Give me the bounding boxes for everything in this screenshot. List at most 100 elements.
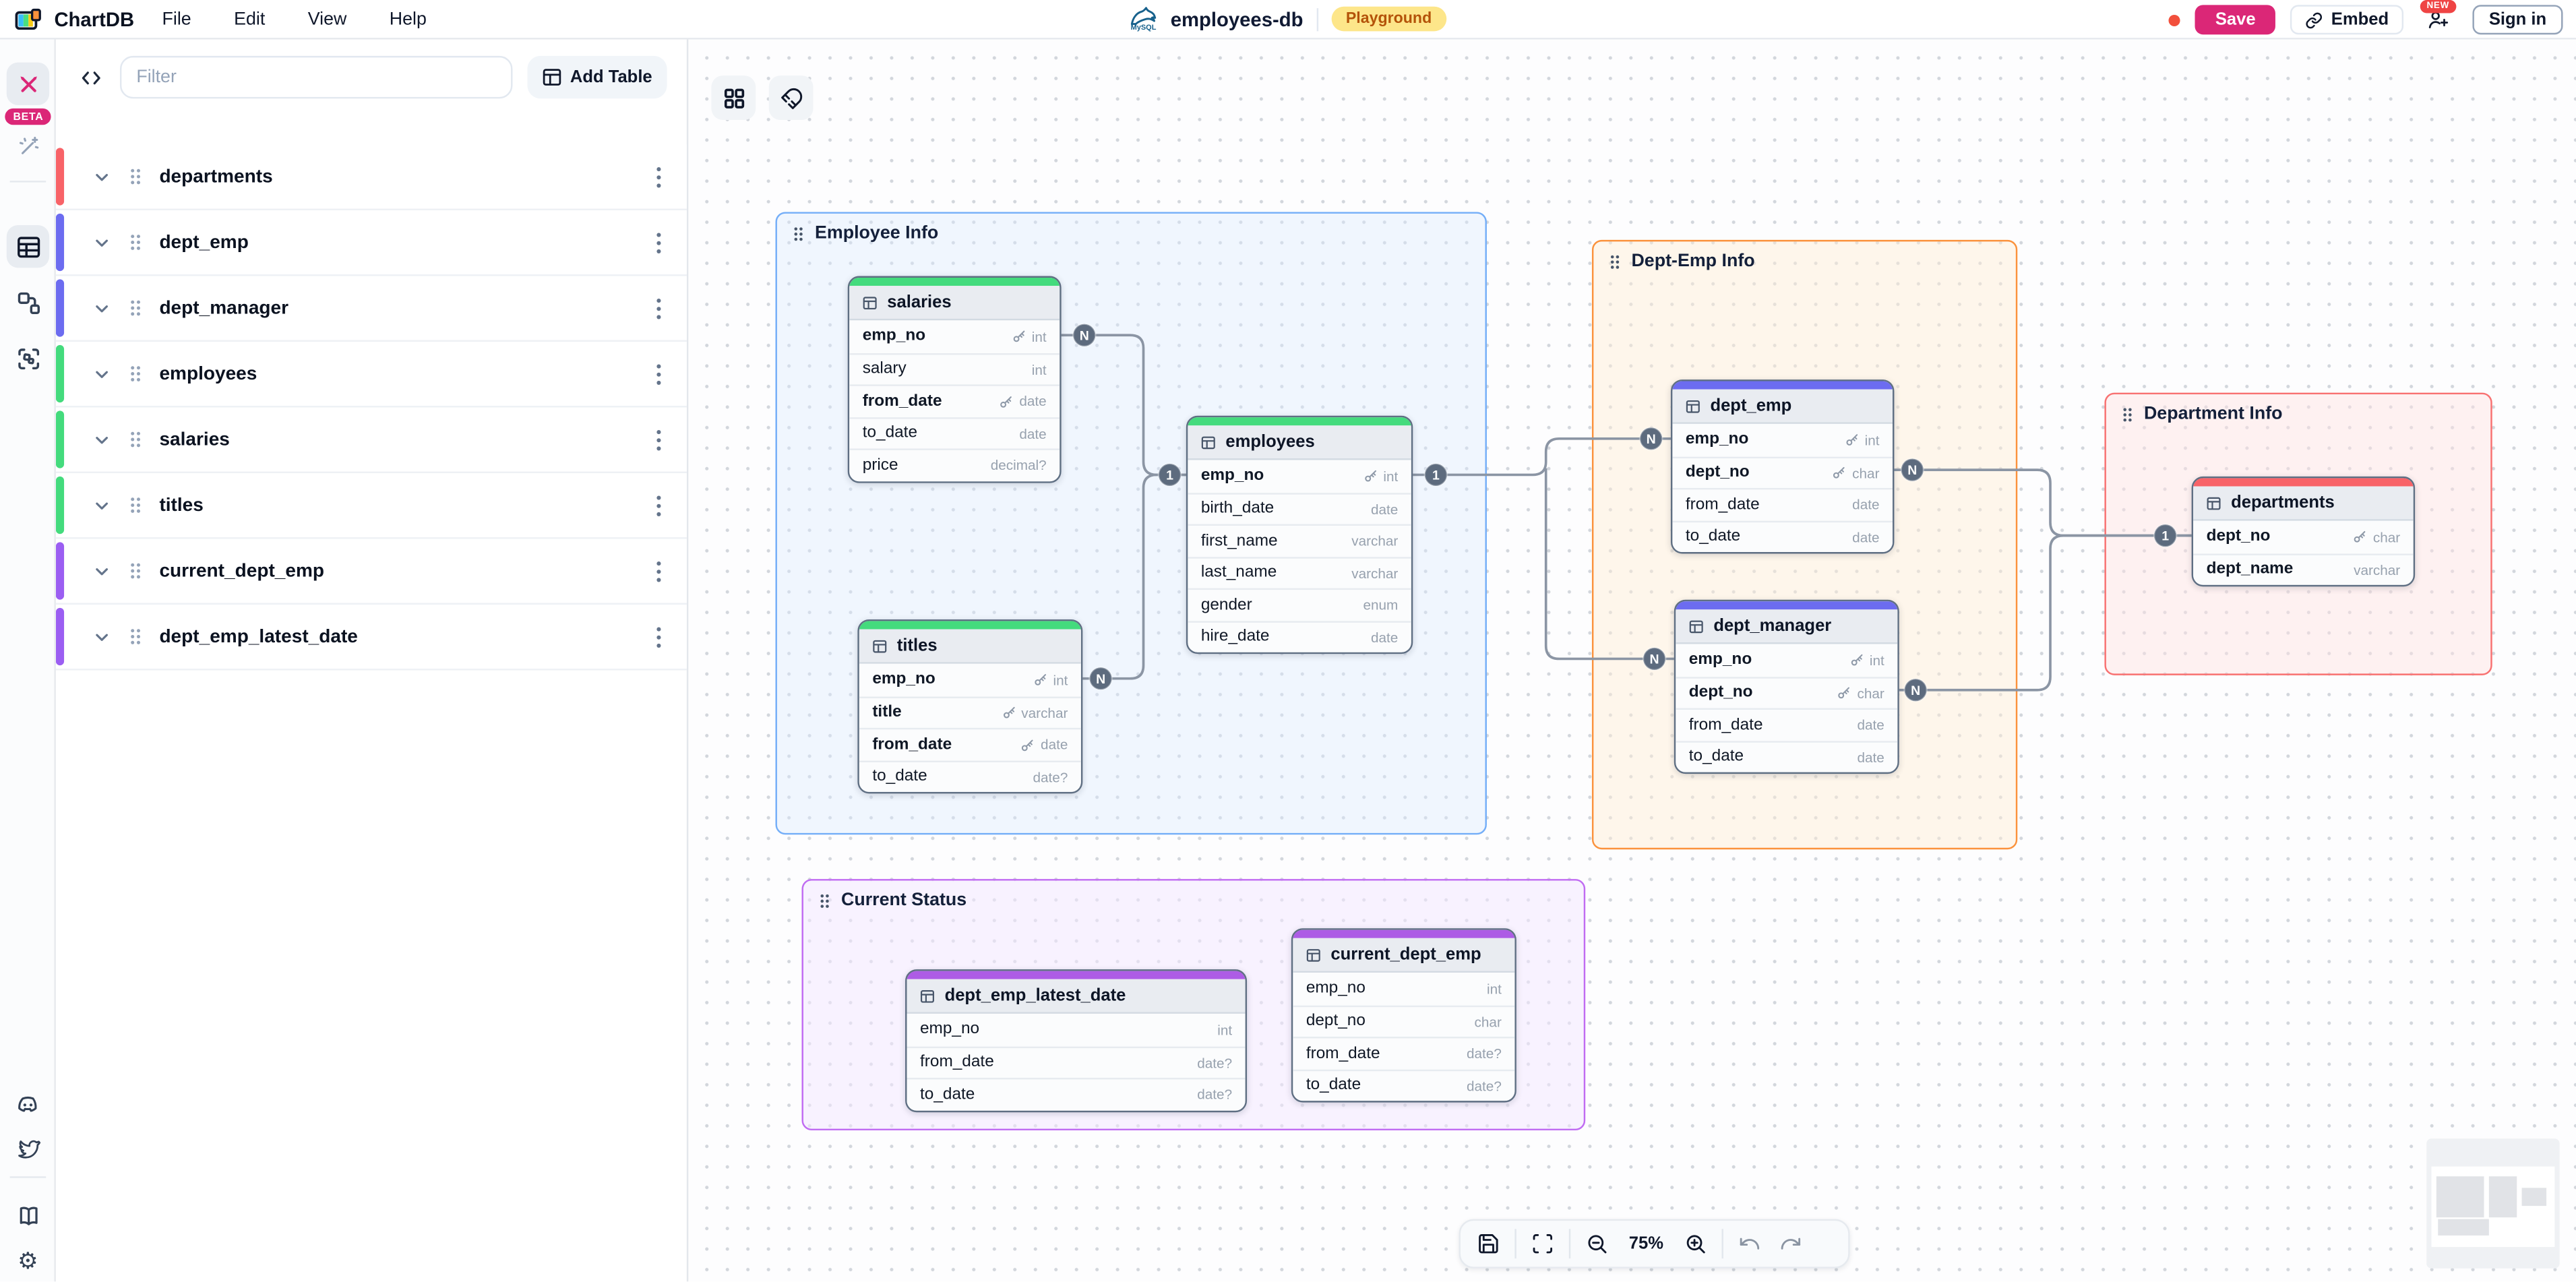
database-name[interactable]: employees-db xyxy=(1170,7,1304,31)
area-label[interactable]: Employee Info xyxy=(777,214,1485,253)
discord-icon[interactable] xyxy=(7,1085,49,1127)
sign-in-button[interactable]: Sign in xyxy=(2472,5,2563,35)
sidebar-item-titles[interactable]: titles xyxy=(55,473,687,539)
sidebar-item-current_dept_emp[interactable]: current_dept_emp xyxy=(55,539,687,605)
table-menu-button[interactable] xyxy=(644,493,674,516)
table-node-header[interactable]: dept_emp xyxy=(1672,389,1893,424)
save-button[interactable]: Save xyxy=(2195,5,2275,35)
table-node-name: current_dept_emp xyxy=(1330,944,1481,965)
invite-user-button[interactable]: NEW xyxy=(2418,0,2458,36)
expand-chevron[interactable] xyxy=(92,166,112,186)
zoom-level[interactable]: 75% xyxy=(1628,1233,1663,1254)
expand-chevron[interactable] xyxy=(92,429,112,449)
area-label[interactable]: Current Status xyxy=(803,881,1584,921)
table-node-header[interactable]: titles xyxy=(859,629,1081,664)
table-node-header[interactable]: salaries xyxy=(849,286,1060,321)
undo-button[interactable] xyxy=(1730,1224,1770,1264)
minimap[interactable] xyxy=(2426,1138,2560,1269)
docs-book-icon[interactable] xyxy=(7,1194,49,1237)
menu-file[interactable]: File xyxy=(162,9,191,29)
key-icon xyxy=(1365,470,1377,483)
magic-wand-icon[interactable] xyxy=(7,125,49,167)
add-table-button[interactable]: Add Table xyxy=(527,55,667,99)
table-menu-button[interactable] xyxy=(644,428,674,451)
save-diagram-button[interactable] xyxy=(1469,1224,1508,1264)
sidebar-item-dept_manager[interactable]: dept_manager xyxy=(55,276,687,342)
sidebar-item-dept_emp[interactable]: dept_emp xyxy=(55,210,687,276)
embed-button[interactable]: Embed xyxy=(2290,5,2404,35)
area-label[interactable]: Department Info xyxy=(2106,394,2490,434)
expand-chevron[interactable] xyxy=(92,364,112,384)
expand-chevron[interactable] xyxy=(92,298,112,317)
table-menu-button[interactable] xyxy=(644,297,674,319)
sidebar-item-salaries[interactable]: salaries xyxy=(55,407,687,473)
table-node-header[interactable]: departments xyxy=(2193,486,2414,521)
tables-panel-icon[interactable] xyxy=(6,224,50,268)
menu-help[interactable]: Help xyxy=(389,9,427,29)
magnet-snap-button[interactable] xyxy=(768,75,814,120)
code-view-icon[interactable] xyxy=(75,63,105,92)
table-menu-button[interactable] xyxy=(644,231,674,253)
table-menu-button[interactable] xyxy=(644,165,674,188)
table-node-header[interactable]: dept_emp_latest_date xyxy=(907,979,1246,1014)
table-menu-button[interactable] xyxy=(644,625,674,648)
key-icon xyxy=(1839,688,1851,699)
playground-badge: Playground xyxy=(1330,6,1447,32)
table-icon xyxy=(1201,435,1215,449)
drag-handle[interactable] xyxy=(128,166,143,187)
table-menu-button[interactable] xyxy=(644,559,674,582)
drag-handle-icon xyxy=(2123,407,2132,421)
editor-tool-icon[interactable] xyxy=(6,62,50,105)
table-node-header[interactable]: dept_manager xyxy=(1676,609,1898,644)
expand-chevron[interactable] xyxy=(92,495,112,515)
expand-chevron[interactable] xyxy=(92,561,112,580)
expand-chevron[interactable] xyxy=(92,627,112,646)
menu-edit[interactable]: Edit xyxy=(234,9,266,29)
drag-handle[interactable] xyxy=(128,297,143,319)
drag-handle[interactable] xyxy=(128,363,143,385)
menu-view[interactable]: View xyxy=(307,9,347,29)
zoom-out-button[interactable] xyxy=(1577,1224,1617,1264)
table-color-accent xyxy=(55,410,63,468)
area-label[interactable]: Dept-Emp Info xyxy=(1593,241,2015,281)
strip-divider xyxy=(9,181,47,183)
filter-input[interactable] xyxy=(119,55,513,99)
layout-grid-button[interactable] xyxy=(711,75,756,120)
twitter-icon[interactable] xyxy=(7,1127,49,1169)
drag-handle[interactable] xyxy=(128,429,143,450)
relationships-panel-icon[interactable] xyxy=(7,281,49,324)
zoom-in-button[interactable] xyxy=(1676,1224,1715,1264)
areas-panel-icon[interactable] xyxy=(7,337,49,379)
expand-chevron[interactable] xyxy=(92,233,112,252)
table-node-header[interactable]: current_dept_emp xyxy=(1293,938,1515,973)
fit-view-button[interactable] xyxy=(1523,1224,1563,1264)
drag-handle[interactable] xyxy=(128,560,143,582)
drag-handle[interactable] xyxy=(128,626,143,648)
drag-handle[interactable] xyxy=(128,495,143,516)
sidebar-item-employees[interactable]: employees xyxy=(55,342,687,408)
settings-gear-icon[interactable]: ⚙ xyxy=(18,1247,38,1274)
table-menu-button[interactable] xyxy=(644,362,674,385)
toolbar-divider xyxy=(1568,1229,1571,1259)
sidebar-item-departments[interactable]: departments xyxy=(55,144,687,210)
drag-handle[interactable] xyxy=(128,232,143,253)
sidebar-item-dept_emp_latest_date[interactable]: dept_emp_latest_date xyxy=(55,605,687,671)
table-node-header[interactable]: employees xyxy=(1188,425,1411,460)
redo-button[interactable] xyxy=(1771,1224,1811,1264)
